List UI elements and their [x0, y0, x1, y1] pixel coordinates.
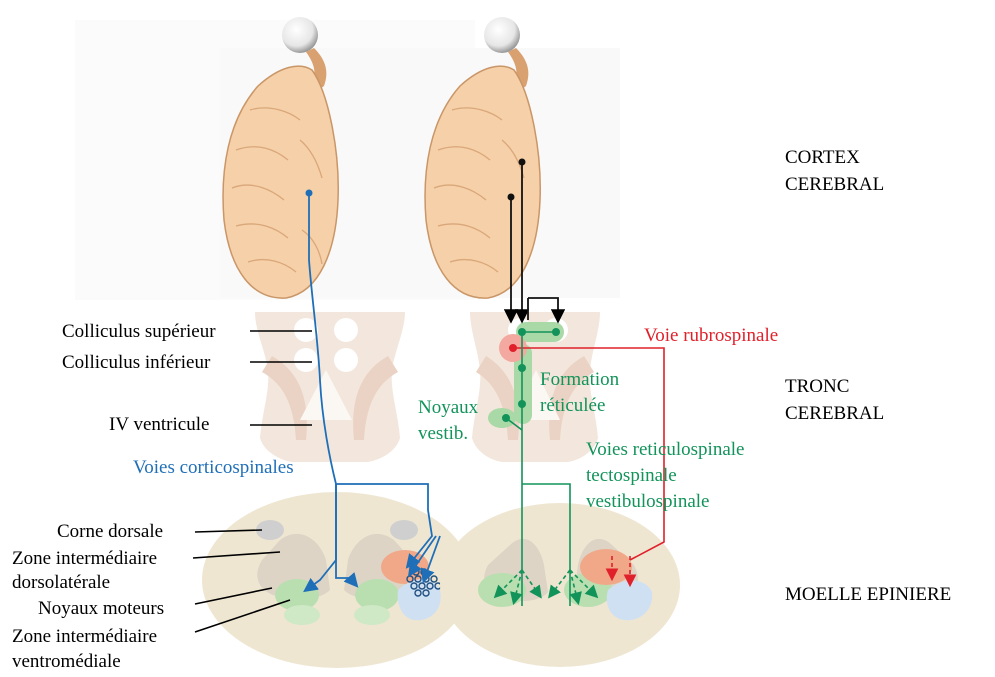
- eye-icon: [484, 17, 520, 53]
- right-spinal-cord-section: [440, 503, 680, 667]
- label-zone-dorsolaterale: Zone intermédiaire: [12, 548, 157, 569]
- label-formation-reticulee: réticulée: [540, 395, 605, 416]
- region-label-cortex: CORTEX: [785, 147, 860, 168]
- label-zone-ventromediale: Zone intermédiaire: [12, 626, 157, 647]
- label-voies-reticulospinale: vestibulospinale: [586, 491, 709, 512]
- label-colliculus-superieur: Colliculus supérieur: [62, 321, 216, 342]
- eye-icon: [282, 17, 318, 53]
- label-zone-ventromediale: ventromédiale: [12, 651, 121, 672]
- label-noyaux-vestib: vestib.: [418, 423, 468, 444]
- neuron-soma: [306, 190, 313, 197]
- region-label-brainstem: TRONC: [785, 376, 849, 397]
- label-corne-dorsale: Corne dorsale: [57, 521, 163, 542]
- label-voies-reticulospinale: tectospinale: [586, 465, 677, 486]
- left-spinal-cord-section: [202, 492, 472, 668]
- label-voies-corticospinales: Voies corticospinales: [133, 457, 294, 478]
- label-colliculus-inferieur: Colliculus inférieur: [62, 352, 211, 373]
- label-zone-dorsolaterale: dorsolatérale: [12, 572, 110, 593]
- region-label-spinal-cord: MOELLE EPINIERE: [785, 584, 951, 605]
- label-voie-rubrospinale: Voie rubrospinale: [644, 325, 778, 346]
- label-noyaux-moteurs: Noyaux moteurs: [38, 598, 164, 619]
- region-label-cortex: CEREBRAL: [785, 174, 884, 195]
- label-formation-reticulee: Formation: [540, 369, 620, 390]
- label-noyaux-vestib: Noyaux: [418, 397, 479, 418]
- label-iv-ventricule: IV ventricule: [109, 414, 209, 435]
- label-voies-reticulospinale: Voies reticulospinale: [586, 439, 744, 460]
- left-brainstem: [255, 312, 405, 462]
- region-label-brainstem: CEREBRAL: [785, 403, 884, 424]
